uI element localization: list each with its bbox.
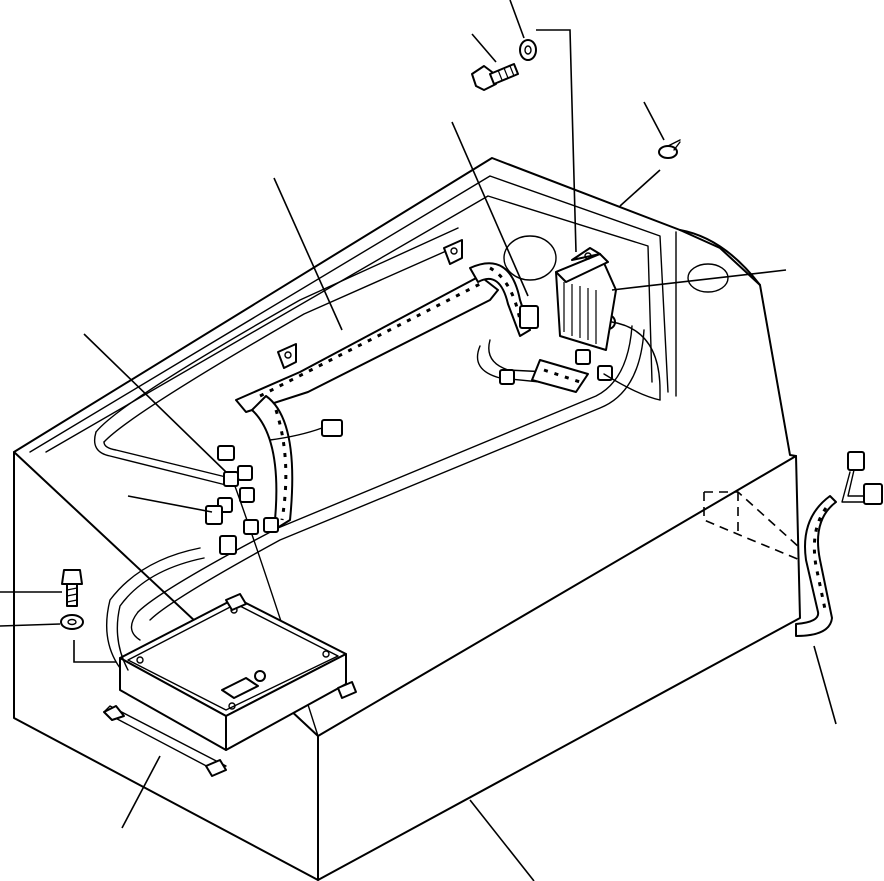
voltage-regulator — [555, 247, 617, 351]
small-screw — [658, 139, 681, 159]
hex-bolt — [61, 63, 519, 607]
leader-lines — [0, 0, 837, 881]
controller-box — [103, 547, 357, 777]
washer — [60, 39, 537, 630]
side-wire-harness — [795, 451, 883, 637]
connectors — [205, 305, 661, 555]
console-housing — [13, 157, 801, 881]
main-wire-harness — [93, 227, 645, 641]
